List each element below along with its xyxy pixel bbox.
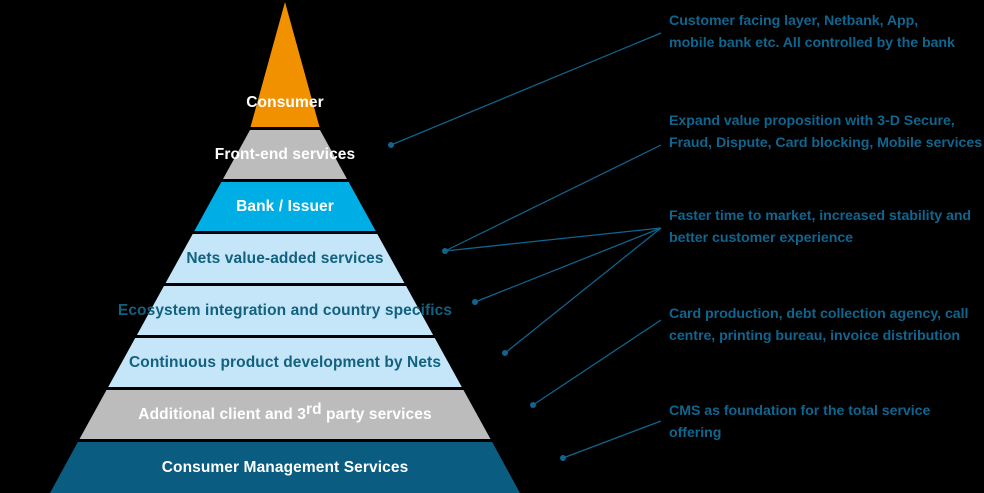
pyramid-layer-cms[interactable]: Consumer Management Services	[50, 442, 520, 493]
layer-label-front-end: Front-end services	[215, 146, 355, 163]
connector-note-card-production	[530, 319, 662, 408]
anchor-dot-cms	[560, 455, 566, 461]
connector-line-customer-facing	[390, 32, 662, 146]
pyramid-layer-product-dev[interactable]: Continuous product development by Nets	[108, 338, 462, 387]
layer-label-third-party: Additional client and 3rd party services	[138, 401, 431, 423]
layer-shape-product-dev	[108, 338, 462, 387]
layer-label-consumer: Consumer	[246, 94, 323, 111]
annotation-card-production: Card production, debt collection agency,…	[669, 306, 968, 344]
pyramid-layer-nets-vas[interactable]: Nets value-added services	[165, 234, 405, 283]
layer-label-third-party-main: Additional client and 3	[138, 406, 306, 423]
layer-label-third-party-tail: party services	[322, 406, 432, 423]
annotation-value-proposition-line-1: Expand value proposition with 3-D Secure…	[669, 113, 955, 129]
annotation-time-to-market: Faster time to market, increased stabili…	[669, 208, 971, 246]
pyramid-layer-consumer[interactable]: Consumer	[246, 2, 324, 127]
annotation-card-production-line-1: Card production, debt collection agency,…	[669, 306, 968, 322]
anchor-dot-product-dev	[502, 350, 508, 356]
connector-note-customer-facing	[388, 32, 662, 148]
layer-label-ecosystem: Ecosystem integration and country specif…	[118, 302, 452, 319]
annotation-customer-facing: Customer facing layer, Netbank, App, mob…	[669, 13, 955, 51]
layer-shape-front-end	[223, 130, 347, 179]
pyramid-layer-front-end[interactable]: Front-end services	[215, 130, 355, 179]
anchor-dot-ecosystem	[472, 299, 478, 305]
layer-label-nets-vas: Nets value-added services	[186, 250, 383, 267]
annotation-time-to-market-line-1: Faster time to market, increased stabili…	[669, 208, 971, 224]
connector-line-value-proposition	[444, 144, 662, 252]
connector-note-cms-foundation	[560, 420, 662, 461]
layer-shape-consumer	[250, 2, 320, 127]
annotation-cms-foundation: CMS as foundation for the total service …	[669, 403, 931, 441]
layer-shape-nets-vas	[165, 234, 405, 283]
anchor-dot-third-party	[530, 402, 536, 408]
connector-line-time-to-market-c	[504, 227, 662, 354]
annotation-value-proposition: Expand value proposition with 3-D Secure…	[669, 113, 982, 151]
anchor-dot-customer-facing	[388, 142, 394, 148]
connector-line-cms-foundation	[562, 420, 662, 459]
connector-note-value-proposition	[442, 144, 662, 254]
layer-label-product-dev: Continuous product development by Nets	[129, 354, 441, 371]
annotation-time-to-market-line-2: better customer experience	[669, 230, 853, 246]
pyramid-layer-third-party[interactable]: Additional client and 3rd party services	[79, 390, 491, 439]
layer-label-cms: Consumer Management Services	[162, 459, 409, 476]
pyramid-layer-bank-issuer[interactable]: Bank / Issuer	[194, 182, 376, 231]
layer-label-third-party-superscript: rd	[306, 401, 322, 418]
layer-label-bank-issuer: Bank / Issuer	[236, 198, 334, 215]
connector-line-card-production	[532, 319, 662, 406]
annotation-cms-foundation-line-1: CMS as foundation for the total service	[669, 403, 931, 419]
connector-line-time-to-market-a	[444, 227, 662, 252]
layer-shape-ecosystem	[136, 286, 434, 335]
connector-note-time-to-market	[444, 227, 662, 356]
layer-shape-bank-issuer	[194, 182, 376, 231]
annotation-card-production-line-2: centre, printing bureau, invoice distrib…	[669, 328, 960, 344]
connector-line-time-to-market-b	[474, 227, 662, 303]
pyramid-layer-ecosystem[interactable]: Ecosystem integration and country specif…	[118, 286, 452, 335]
annotation-value-proposition-line-2: Fraud, Dispute, Card blocking, Mobile se…	[669, 135, 982, 151]
layer-shape-cms	[50, 442, 520, 493]
annotation-customer-facing-line-2: mobile bank etc. All controlled by the b…	[669, 35, 955, 51]
layer-shape-third-party	[79, 390, 491, 439]
annotation-cms-foundation-line-2: offering	[669, 425, 721, 441]
annotation-customer-facing-line-1: Customer facing layer, Netbank, App,	[669, 13, 918, 29]
